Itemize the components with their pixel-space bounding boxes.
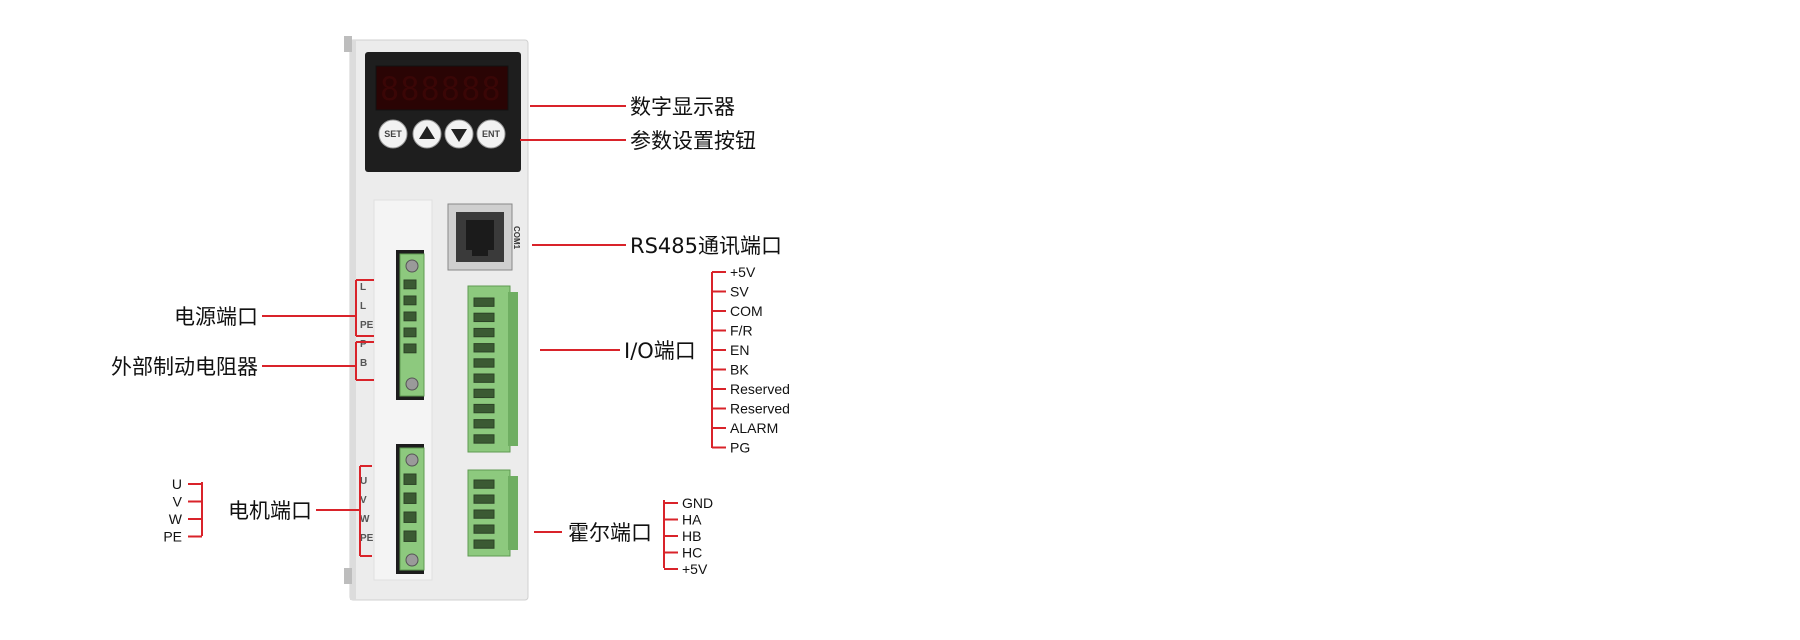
pin-label: COM [730, 303, 763, 319]
terminal-slot [473, 358, 495, 368]
set-button[interactable]: SET [378, 119, 408, 149]
terminal-label: L [360, 301, 366, 312]
terminal-slot [403, 492, 417, 504]
io-terminal-slots [473, 297, 495, 444]
pin-label: Reserved [730, 401, 790, 417]
terminal-slot [473, 403, 495, 414]
up-arrow-icon [419, 126, 435, 139]
terminal-label: B [360, 358, 367, 369]
terminal-slot [473, 509, 495, 519]
motor-terminal-slots [403, 473, 417, 542]
pin-label: PE [163, 529, 182, 545]
mount-tab-top [344, 36, 352, 52]
callout-display: 数字显示器 [630, 95, 735, 119]
terminal-slot [473, 419, 495, 429]
callout-rs485: RS485通讯端口 [630, 234, 782, 258]
terminal-label: P [360, 339, 367, 350]
screw-icon [405, 259, 419, 273]
terminal-slot [403, 511, 417, 523]
pin-label: HA [682, 512, 702, 528]
com-label: COM1 [512, 226, 521, 250]
power-terminal-labels: LL PE PB [360, 282, 374, 369]
terminal-slot [473, 373, 495, 383]
motor-terminal-block[interactable] [396, 444, 425, 574]
motor-pin-list: UVW PE [163, 476, 202, 545]
callout-io-port: I/O端口 [624, 339, 696, 363]
terminal-label: PE [360, 533, 374, 544]
pin-label: +5V [730, 264, 756, 280]
terminal-slot [473, 479, 495, 489]
terminal-label: U [360, 476, 367, 487]
terminal-slot [403, 311, 417, 322]
screw-icon [405, 553, 419, 567]
ent-button-label: ENT [482, 129, 501, 139]
pin-label: HB [682, 528, 701, 544]
digital-display [375, 65, 509, 111]
display-digits: 888888 [380, 70, 502, 108]
pin-label: PG [730, 440, 750, 456]
terminal-slot [473, 524, 495, 534]
terminal-slot [473, 297, 495, 307]
terminal-slot [473, 494, 495, 504]
brackets [201, 272, 713, 568]
terminal-slot [473, 539, 495, 549]
rs485-port[interactable] [447, 203, 513, 271]
terminal-slot [473, 343, 495, 353]
terminal-slot [403, 295, 417, 306]
pin-label: GND [682, 495, 713, 511]
screw-icon [405, 453, 419, 467]
pin-label: Reserved [730, 381, 790, 397]
pin-label: U [172, 476, 182, 492]
pin-label: SV [730, 284, 749, 300]
terminal-label: PE [360, 320, 374, 331]
pin-label: BK [730, 362, 749, 378]
screw-icon [405, 377, 419, 391]
pin-label: W [169, 511, 183, 527]
callout-power-port: 电源端口 [174, 305, 258, 329]
power-terminal-slots [403, 279, 417, 354]
motor-terminal-labels: UVW PE [360, 476, 374, 544]
pin-label: HC [682, 545, 702, 561]
callout-brake-resistor: 外部制动电阻器 [111, 355, 258, 379]
terminal-slot [473, 434, 495, 444]
terminal-slot [473, 388, 495, 399]
terminal-label: L [360, 282, 366, 293]
terminal-slot [473, 312, 495, 323]
callout-param-buttons: 参数设置按钮 [630, 129, 756, 153]
power-terminal-block[interactable] [396, 250, 425, 400]
leader-lines [262, 105, 626, 533]
down-arrow-icon [451, 129, 467, 142]
pin-label: ALARM [730, 420, 778, 436]
pin-label: EN [730, 342, 749, 358]
up-button[interactable] [412, 119, 442, 149]
housing-edge [350, 40, 356, 600]
callout-hall-port: 霍尔端口 [568, 521, 652, 545]
pin-label: F/R [730, 323, 753, 339]
terminal-slot [403, 530, 417, 542]
ent-button[interactable]: ENT [476, 119, 506, 149]
hall-terminal-slots [473, 479, 495, 549]
callout-motor-port: 电机端口 [228, 499, 312, 523]
driver-device: 888888 SET ENT COM1 [344, 36, 529, 601]
terminal-slot [473, 327, 495, 338]
pin-label: V [173, 494, 183, 510]
terminal-label: W [360, 514, 370, 525]
terminal-label: V [360, 495, 367, 506]
terminal-slot [403, 327, 417, 338]
set-button-label: SET [384, 129, 402, 139]
pin-label: +5V [682, 561, 708, 577]
terminal-slot [403, 473, 417, 485]
terminal-slot [403, 343, 417, 354]
mount-tab-bottom [344, 568, 352, 584]
down-button[interactable] [444, 119, 474, 149]
terminal-slot [403, 279, 417, 290]
